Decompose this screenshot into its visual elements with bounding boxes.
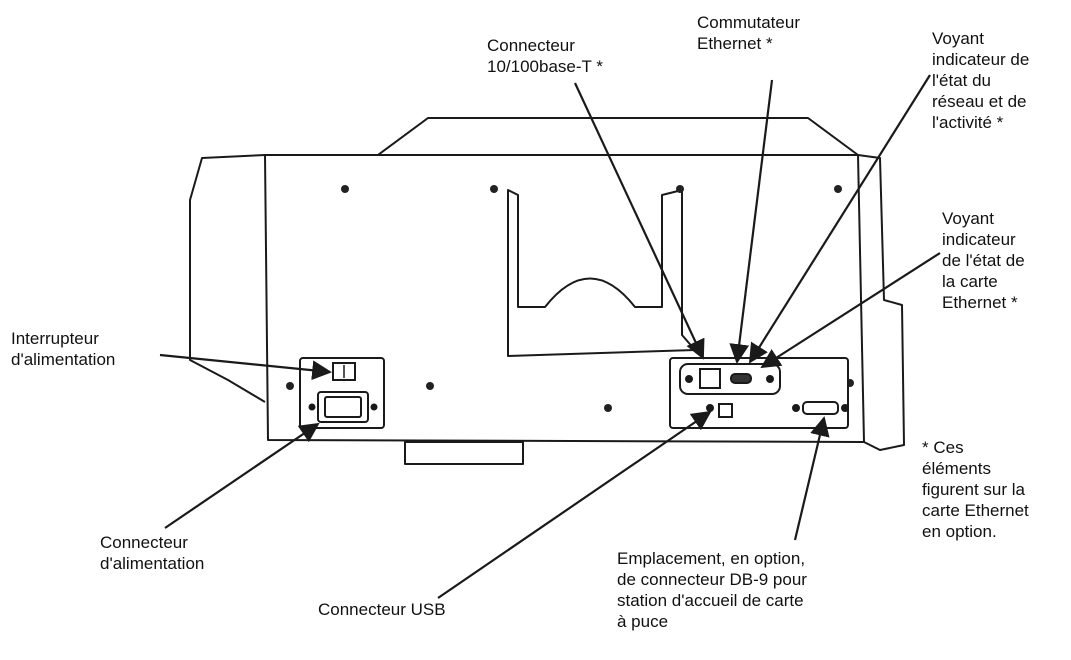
- label-line: Interrupteur: [11, 329, 99, 348]
- label-line: à puce: [617, 612, 669, 631]
- label-connecteur-10-100: Connecteur 10/100base-T *: [487, 35, 603, 77]
- screws: [286, 185, 854, 412]
- callout-arrows: [159, 74, 941, 599]
- label-line: de connecteur DB-9 pour: [617, 570, 807, 589]
- left-side-panel: [189, 154, 266, 403]
- led-strip: [730, 373, 752, 384]
- label-line: Voyant: [932, 29, 984, 48]
- bottom-foot: [404, 441, 524, 465]
- label-line: en option.: [922, 522, 997, 541]
- label-line: station d'accueil de carte: [617, 591, 804, 610]
- label-line: 10/100base-T *: [487, 57, 603, 76]
- label-line: Connecteur: [487, 36, 575, 55]
- label-line: figurent sur la: [922, 480, 1025, 499]
- label-connecteur-alim: Connecteur d'alimentation: [100, 532, 204, 574]
- usb-port: [718, 403, 733, 418]
- label-line: l'état du: [932, 71, 992, 90]
- label-line: Emplacement, en option,: [617, 549, 806, 568]
- label-connecteur-usb: Connecteur USB: [318, 599, 446, 620]
- label-line: de l'état de: [942, 251, 1025, 270]
- label-emplacement-db9: Emplacement, en option, de connecteur DB…: [617, 548, 807, 632]
- label-line: réseau et de: [932, 92, 1027, 111]
- arrow-voyant-reseau: [748, 74, 931, 364]
- arrow-emplacement-db9: [793, 416, 830, 541]
- power-module: [299, 357, 385, 429]
- arrow-voyant-carte: [760, 252, 941, 369]
- label-line: la carte: [942, 272, 998, 291]
- label-line: l'activité *: [932, 113, 1004, 132]
- label-voyant-carte: Voyant indicateur de l'état de la carte …: [942, 208, 1025, 313]
- right-side-panel: [857, 154, 905, 451]
- label-line: éléments: [922, 459, 991, 478]
- label-commutateur-ethernet: Commutateur Ethernet *: [697, 12, 800, 54]
- label-line: Commutateur: [697, 13, 800, 32]
- arrow-connecteur-10-100: [574, 82, 705, 360]
- label-note: * Ces éléments figurent sur la carte Eth…: [922, 437, 1029, 542]
- label-interrupteur: Interrupteur d'alimentation: [11, 328, 115, 370]
- arrow-connecteur-alim: [164, 422, 320, 529]
- label-line: indicateur de: [932, 50, 1030, 69]
- label-line: indicateur: [942, 230, 1016, 249]
- label-line: Connecteur: [100, 533, 188, 552]
- label-line: Ethernet *: [697, 34, 773, 53]
- label-voyant-reseau: Voyant indicateur de l'état du réseau et…: [932, 28, 1029, 133]
- ethernet-module: [669, 357, 849, 429]
- arrow-commutateur: [729, 79, 774, 364]
- rj45-port: [699, 368, 721, 389]
- label-line: d'alimentation: [100, 554, 205, 573]
- db9-port: [802, 401, 839, 415]
- arrow-interrupteur: [159, 353, 332, 381]
- label-line: Connecteur USB: [318, 600, 446, 619]
- arrow-connecteur-usb: [437, 410, 712, 599]
- label-line: carte Ethernet: [922, 501, 1029, 520]
- label-line: d'alimentation: [11, 350, 116, 369]
- label-line: Voyant: [942, 209, 994, 228]
- label-line: Ethernet *: [942, 293, 1018, 312]
- top-hopper: [377, 117, 859, 156]
- label-line: * Ces: [922, 438, 964, 457]
